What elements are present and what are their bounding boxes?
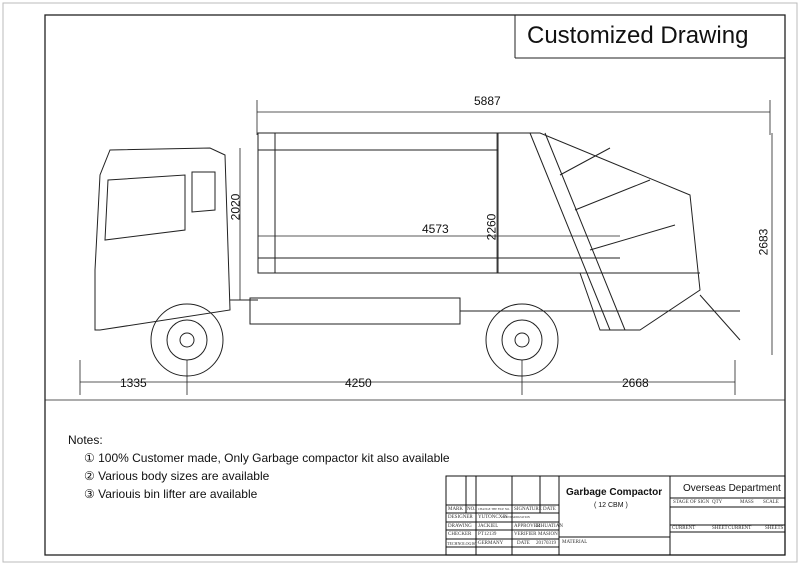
cell: STANDARDIZATION — [502, 515, 530, 519]
sheet-label: CURRENT — [728, 526, 752, 531]
cell: MASION — [538, 532, 558, 537]
cell: 20170319 — [536, 541, 556, 546]
col-change: CHANGE THE FILE NO. — [478, 507, 510, 511]
dim-5887: 5887 — [474, 94, 501, 108]
compactor-body — [257, 132, 701, 331]
cell: LIHUATIAN — [536, 524, 563, 529]
col-mark: MARK — [448, 507, 464, 512]
material-label: MATERIAL — [562, 540, 588, 545]
cell: YUTONCXIN — [478, 515, 508, 520]
dim-2683: 2683 — [756, 228, 771, 256]
cell: CHECKER — [448, 532, 472, 537]
dim-4573: 4573 — [422, 222, 449, 236]
col-qty: QTY — [712, 500, 723, 505]
product-name: Garbage Compactor — [566, 487, 663, 498]
col-stage: STAGE OF SIGN — [673, 500, 710, 505]
cell: DATE — [517, 541, 530, 546]
dimension-lines — [45, 100, 785, 401]
cell: DRAWING — [448, 524, 472, 529]
title-block-grid — [445, 475, 786, 556]
sheet-label: SHEETS — [765, 526, 784, 531]
cell: GERMANY — [478, 541, 504, 546]
sheet-label: SHEET — [712, 526, 728, 531]
note-item: ② Various body sizes are available — [84, 469, 270, 483]
product-capacity: ( 12 CBM ) — [594, 502, 628, 509]
dim-2668: 2668 — [622, 376, 649, 390]
cell: JACKIEL — [478, 524, 499, 529]
note-item: ③ Variouis bin lifter are available — [84, 487, 258, 501]
cell: VERIFIER — [514, 532, 537, 537]
col-scale: SCALE — [763, 500, 779, 505]
dim-4250: 4250 — [345, 376, 372, 390]
col-signature: SIGNATURE — [514, 507, 542, 512]
chassis — [249, 294, 741, 341]
col-mass: MASS — [740, 500, 754, 505]
cell: PT12139 — [478, 532, 497, 537]
cell: APPROVER — [514, 524, 541, 529]
notes: Notes: ① 100% Customer made, Only Garbag… — [68, 433, 450, 505]
page-title: Customized Drawing — [527, 22, 749, 49]
col-date: DATE — [543, 507, 556, 512]
cell: TECHNOLOGIST — [447, 541, 478, 546]
dim-1335: 1335 — [120, 376, 147, 390]
dim-2260: 2260 — [484, 213, 499, 241]
cell: DESIGNER — [448, 515, 473, 520]
frame — [44, 14, 786, 556]
dim-2020: 2020 — [228, 193, 243, 221]
note-item: ① 100% Customer made, Only Garbage compa… — [84, 451, 450, 465]
cab — [94, 147, 258, 331]
department: Overseas Department — [683, 483, 781, 494]
notes-heading: Notes: — [68, 433, 103, 447]
sheet-label: CURRENT — [672, 526, 696, 531]
col-no: NO. — [467, 507, 476, 512]
